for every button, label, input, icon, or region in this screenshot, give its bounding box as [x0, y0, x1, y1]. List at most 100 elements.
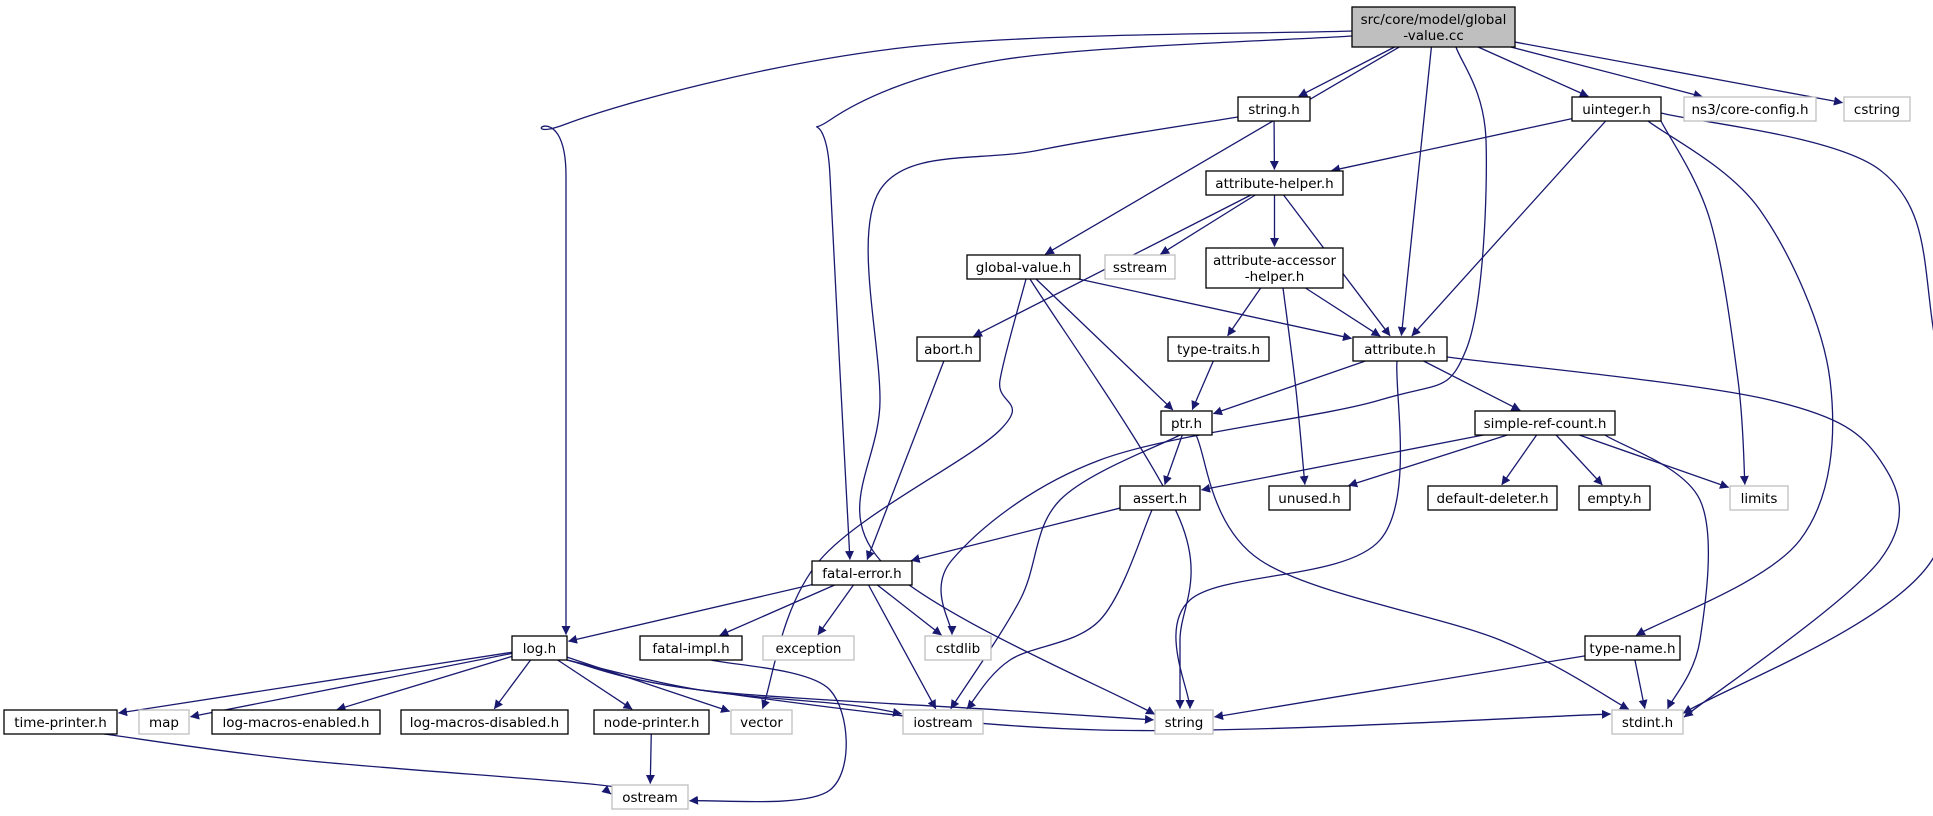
- node-log-h[interactable]: log.h: [511, 635, 568, 661]
- node-box: [1729, 485, 1789, 511]
- edge-log-h-to-iostream: [566, 659, 902, 717]
- node-box: [138, 709, 190, 735]
- node-label: uinteger.h: [1582, 102, 1651, 118]
- node-label: -helper.h: [1245, 269, 1305, 285]
- node-global-value-h[interactable]: global-value.h: [966, 254, 1081, 280]
- node-ostream: ostream: [611, 784, 689, 810]
- node-box: [1584, 635, 1681, 661]
- edge-type-name-h-to-string: [1214, 655, 1586, 721]
- edge-root-to-global-value-h: [1044, 46, 1400, 255]
- node-label: abort.h: [924, 342, 973, 358]
- node-limits: limits: [1729, 485, 1789, 511]
- node-label: iostream: [913, 715, 972, 731]
- node-box: [1427, 485, 1558, 511]
- node-label: fatal-impl.h: [652, 641, 729, 657]
- node-label: limits: [1741, 491, 1778, 507]
- edge-fatal-impl-h-to-ostream: [689, 659, 847, 805]
- edge-ptr-h-to-iostream: [950, 434, 1181, 710]
- node-box: [1205, 247, 1344, 289]
- node-box: [1352, 336, 1448, 362]
- node-attribute-helper-h[interactable]: attribute-helper.h: [1205, 170, 1344, 196]
- node-label: attribute-accessor: [1213, 253, 1337, 269]
- edge-root-to-core-config-h: [1510, 46, 1703, 99]
- node-label: log-macros-enabled.h: [223, 715, 370, 731]
- node-log-macros-enabled-h[interactable]: log-macros-enabled.h: [211, 709, 381, 735]
- edge-simple-ref-count-h-to-empty-h: [1555, 434, 1603, 486]
- edge-uinteger-h-to-attribute-helper-h: [1330, 117, 1573, 174]
- edge-attribute-accessor-helper-h-to-attribute-h: [1305, 287, 1381, 337]
- node-label: unused.h: [1278, 491, 1340, 507]
- node-label: ostream: [622, 790, 678, 806]
- node-label: simple-ref-count.h: [1484, 416, 1607, 432]
- node-string: string: [1154, 709, 1214, 735]
- node-type-name-h[interactable]: type-name.h: [1584, 635, 1681, 661]
- node-label: src/core/model/global: [1361, 12, 1507, 28]
- edge-attribute-h-to-stdint-h: [1446, 356, 1901, 718]
- edge-root-to-attribute-h: [1397, 46, 1433, 336]
- edge-node-printer-h-to-ostream: [645, 733, 655, 784]
- node-label: node-printer.h: [604, 715, 700, 731]
- node-ptr-h[interactable]: ptr.h: [1160, 410, 1213, 436]
- node-attribute-h[interactable]: attribute.h: [1352, 336, 1448, 362]
- node-box: [902, 709, 984, 735]
- node-simple-ref-count-h[interactable]: simple-ref-count.h: [1474, 410, 1616, 436]
- edges-layer: [103, 30, 1933, 805]
- node-log-macros-disabled-h[interactable]: log-macros-disabled.h: [400, 709, 569, 735]
- node-box: [1205, 170, 1344, 196]
- node-label: global-value.h: [976, 260, 1071, 276]
- edge-attribute-accessor-helper-h-to-unused-h: [1282, 287, 1309, 485]
- node-fatal-impl-h[interactable]: fatal-impl.h: [639, 635, 743, 661]
- edge-root-to-cstring: [1514, 41, 1843, 106]
- node-label: map: [149, 715, 179, 731]
- node-label: -value.cc: [1403, 28, 1464, 44]
- edge-global-value-h-to-attribute-h: [1078, 278, 1352, 342]
- node-uinteger-h[interactable]: uinteger.h: [1571, 96, 1662, 122]
- node-box: [639, 635, 743, 661]
- node-default-deleter-h[interactable]: default-deleter.h: [1427, 485, 1558, 511]
- node-box: [966, 254, 1081, 280]
- edge-attribute-h-to-simple-ref-count-h: [1423, 360, 1521, 411]
- edge-string-h-to-string: [858, 116, 1239, 715]
- node-abort-h[interactable]: abort.h: [916, 336, 981, 362]
- node-label: log.h: [523, 641, 556, 657]
- node-string-h[interactable]: string.h: [1237, 96, 1311, 122]
- node-time-printer-h[interactable]: time-printer.h: [3, 709, 118, 735]
- node-box: [1578, 485, 1651, 511]
- node-empty-h[interactable]: empty.h: [1578, 485, 1651, 511]
- node-box: [3, 709, 118, 735]
- node-box: [1683, 96, 1817, 122]
- node-box: [1843, 96, 1911, 122]
- node-box: [1474, 410, 1616, 436]
- node-node-printer-h[interactable]: node-printer.h: [593, 709, 710, 735]
- node-iostream: iostream: [902, 709, 984, 735]
- edge-attribute-h-to-string: [1175, 360, 1402, 709]
- node-box: [811, 560, 913, 586]
- node-label: type-traits.h: [1177, 342, 1260, 358]
- edge-log-h-to-map: [190, 652, 513, 720]
- node-core-config-h: ns3/core-config.h: [1683, 96, 1817, 122]
- edge-type-name-h-to-stdint-h: [1634, 659, 1648, 709]
- node-assert-h[interactable]: assert.h: [1119, 485, 1201, 511]
- edge-root-to-log-h: [540, 30, 1353, 635]
- node-box: [1160, 410, 1213, 436]
- edge-fatal-error-h-to-log-h: [568, 583, 813, 644]
- node-type-traits-h[interactable]: type-traits.h: [1167, 336, 1270, 362]
- node-box: [924, 635, 992, 661]
- node-sstream: sstream: [1104, 254, 1176, 280]
- edge-attribute-accessor-helper-h-to-type-traits-h: [1227, 287, 1262, 337]
- edge-root-to-fatal-error-h: [816, 35, 1353, 560]
- edge-log-h-to-log-macros-enabled-h: [336, 655, 513, 712]
- node-label: sstream: [1113, 260, 1167, 276]
- node-exception: exception: [762, 635, 855, 661]
- node-fatal-error-h[interactable]: fatal-error.h: [811, 560, 913, 586]
- edge-fatal-error-h-to-exception: [817, 584, 854, 636]
- node-box: [400, 709, 569, 735]
- edge-simple-ref-count-h-to-default-deleter-h: [1501, 434, 1538, 486]
- edge-log-h-to-node-printer-h: [557, 659, 633, 710]
- edge-fatal-error-h-to-fatal-impl-h: [719, 584, 835, 637]
- node-label: fatal-error.h: [822, 566, 902, 582]
- node-box: [1167, 336, 1270, 362]
- node-attribute-accessor-helper-h[interactable]: attribute-accessor-helper.h: [1205, 247, 1344, 289]
- edge-simple-ref-count-h-to-unused-h: [1348, 434, 1508, 488]
- node-unused-h[interactable]: unused.h: [1268, 485, 1351, 511]
